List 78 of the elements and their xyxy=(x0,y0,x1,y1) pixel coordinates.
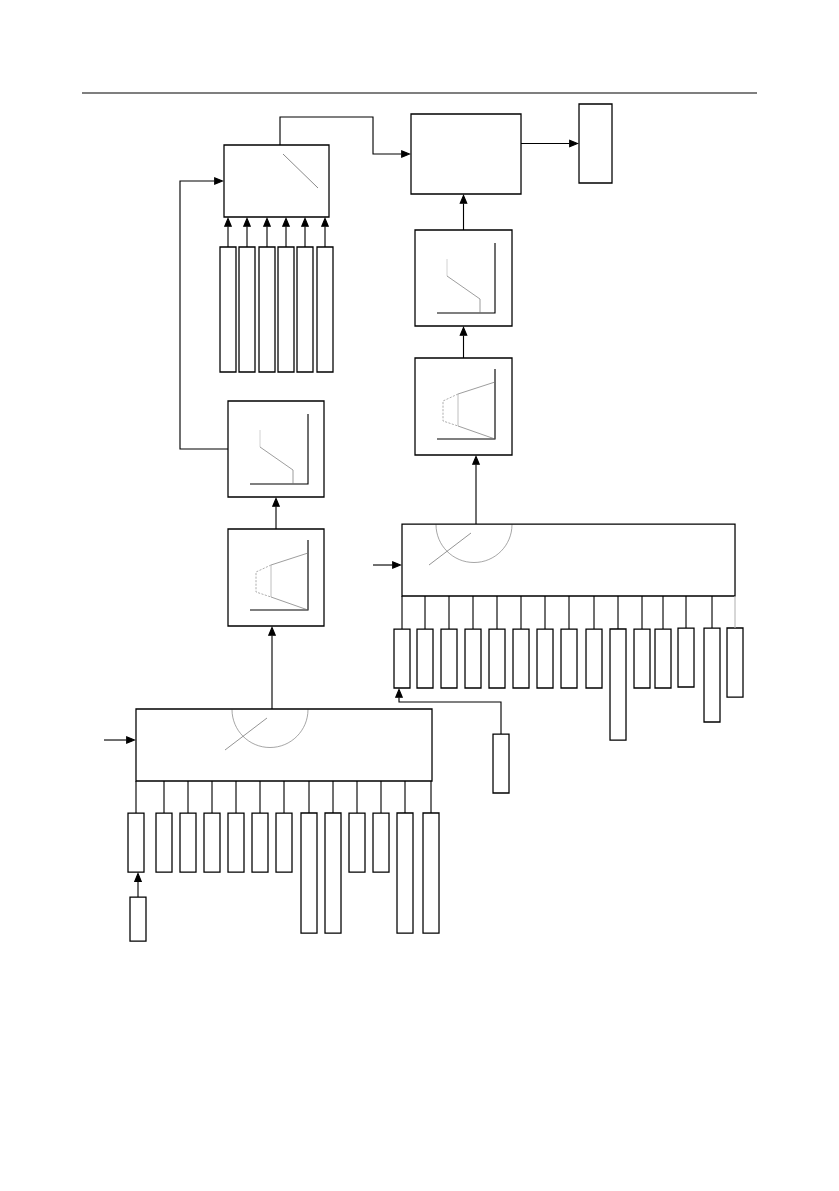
narrow-box xyxy=(296,246,314,373)
narrow-box xyxy=(324,812,342,934)
connector-line xyxy=(135,780,137,814)
narrow-box xyxy=(316,246,334,373)
narrow-box xyxy=(203,812,221,873)
connector-line xyxy=(308,780,310,814)
narrow-box xyxy=(585,628,603,689)
narrow-box xyxy=(348,812,366,873)
narrow-box xyxy=(393,628,411,689)
narrow-box xyxy=(560,628,578,689)
connector-line xyxy=(356,780,358,814)
connector-line xyxy=(448,595,450,630)
narrow-box xyxy=(372,812,390,873)
block-box xyxy=(223,144,330,218)
narrow-box xyxy=(129,896,147,942)
block-box xyxy=(227,400,325,498)
connector-line xyxy=(472,595,474,630)
arrow xyxy=(459,326,468,359)
connector-line xyxy=(163,780,165,814)
narrow-box xyxy=(703,627,721,723)
narrow-box xyxy=(416,628,434,689)
narrow-box xyxy=(251,812,269,873)
narrow-box xyxy=(492,733,510,794)
narrow-box xyxy=(609,628,627,741)
connector-line xyxy=(259,780,261,814)
narrow-box xyxy=(536,628,554,689)
narrow-box xyxy=(219,246,237,373)
connector-line xyxy=(430,780,432,814)
arrow xyxy=(179,176,229,450)
block-box xyxy=(414,357,513,456)
connector-line xyxy=(685,595,687,629)
narrow-box xyxy=(677,627,695,688)
block-box xyxy=(414,229,513,327)
connector-line xyxy=(496,595,498,630)
narrow-box xyxy=(654,628,672,689)
narrow-box xyxy=(488,628,506,689)
narrow-box xyxy=(512,628,530,689)
narrow-box xyxy=(633,628,651,689)
narrow-box xyxy=(396,812,414,934)
narrow-box xyxy=(578,103,613,184)
narrow-box xyxy=(275,812,293,873)
arrow xyxy=(520,139,579,148)
connector-line xyxy=(187,780,189,814)
narrow-box xyxy=(238,246,256,373)
connector-line xyxy=(711,595,713,629)
narrow-box xyxy=(440,628,458,689)
connector-line xyxy=(544,595,546,630)
connector-line xyxy=(734,595,736,629)
connector-line xyxy=(593,595,595,630)
narrow-box xyxy=(179,812,197,873)
connector-line xyxy=(641,595,643,630)
connector-line xyxy=(568,595,570,630)
narrow-box xyxy=(227,812,245,873)
block-box xyxy=(410,113,522,195)
connector-line xyxy=(211,780,213,814)
block-box xyxy=(227,528,325,627)
connector-line xyxy=(404,780,406,814)
narrow-box xyxy=(464,628,482,689)
connector-line xyxy=(662,595,664,630)
block-box xyxy=(135,708,433,782)
connector-line xyxy=(520,595,522,630)
narrow-box xyxy=(127,812,145,873)
block-box xyxy=(401,523,736,597)
connector-line xyxy=(235,780,237,814)
narrow-box xyxy=(277,246,295,373)
connector-line xyxy=(380,780,382,814)
narrow-box xyxy=(155,812,173,873)
narrow-box xyxy=(422,812,440,934)
arrow xyxy=(394,688,502,735)
narrow-box xyxy=(300,812,318,934)
narrow-box xyxy=(258,246,276,373)
connector-line xyxy=(424,595,426,630)
connector-line xyxy=(401,595,403,630)
connector-line xyxy=(617,595,619,630)
arrow xyxy=(459,194,468,231)
connector-line xyxy=(283,780,285,814)
narrow-box xyxy=(726,627,744,698)
connector-line xyxy=(332,780,334,814)
